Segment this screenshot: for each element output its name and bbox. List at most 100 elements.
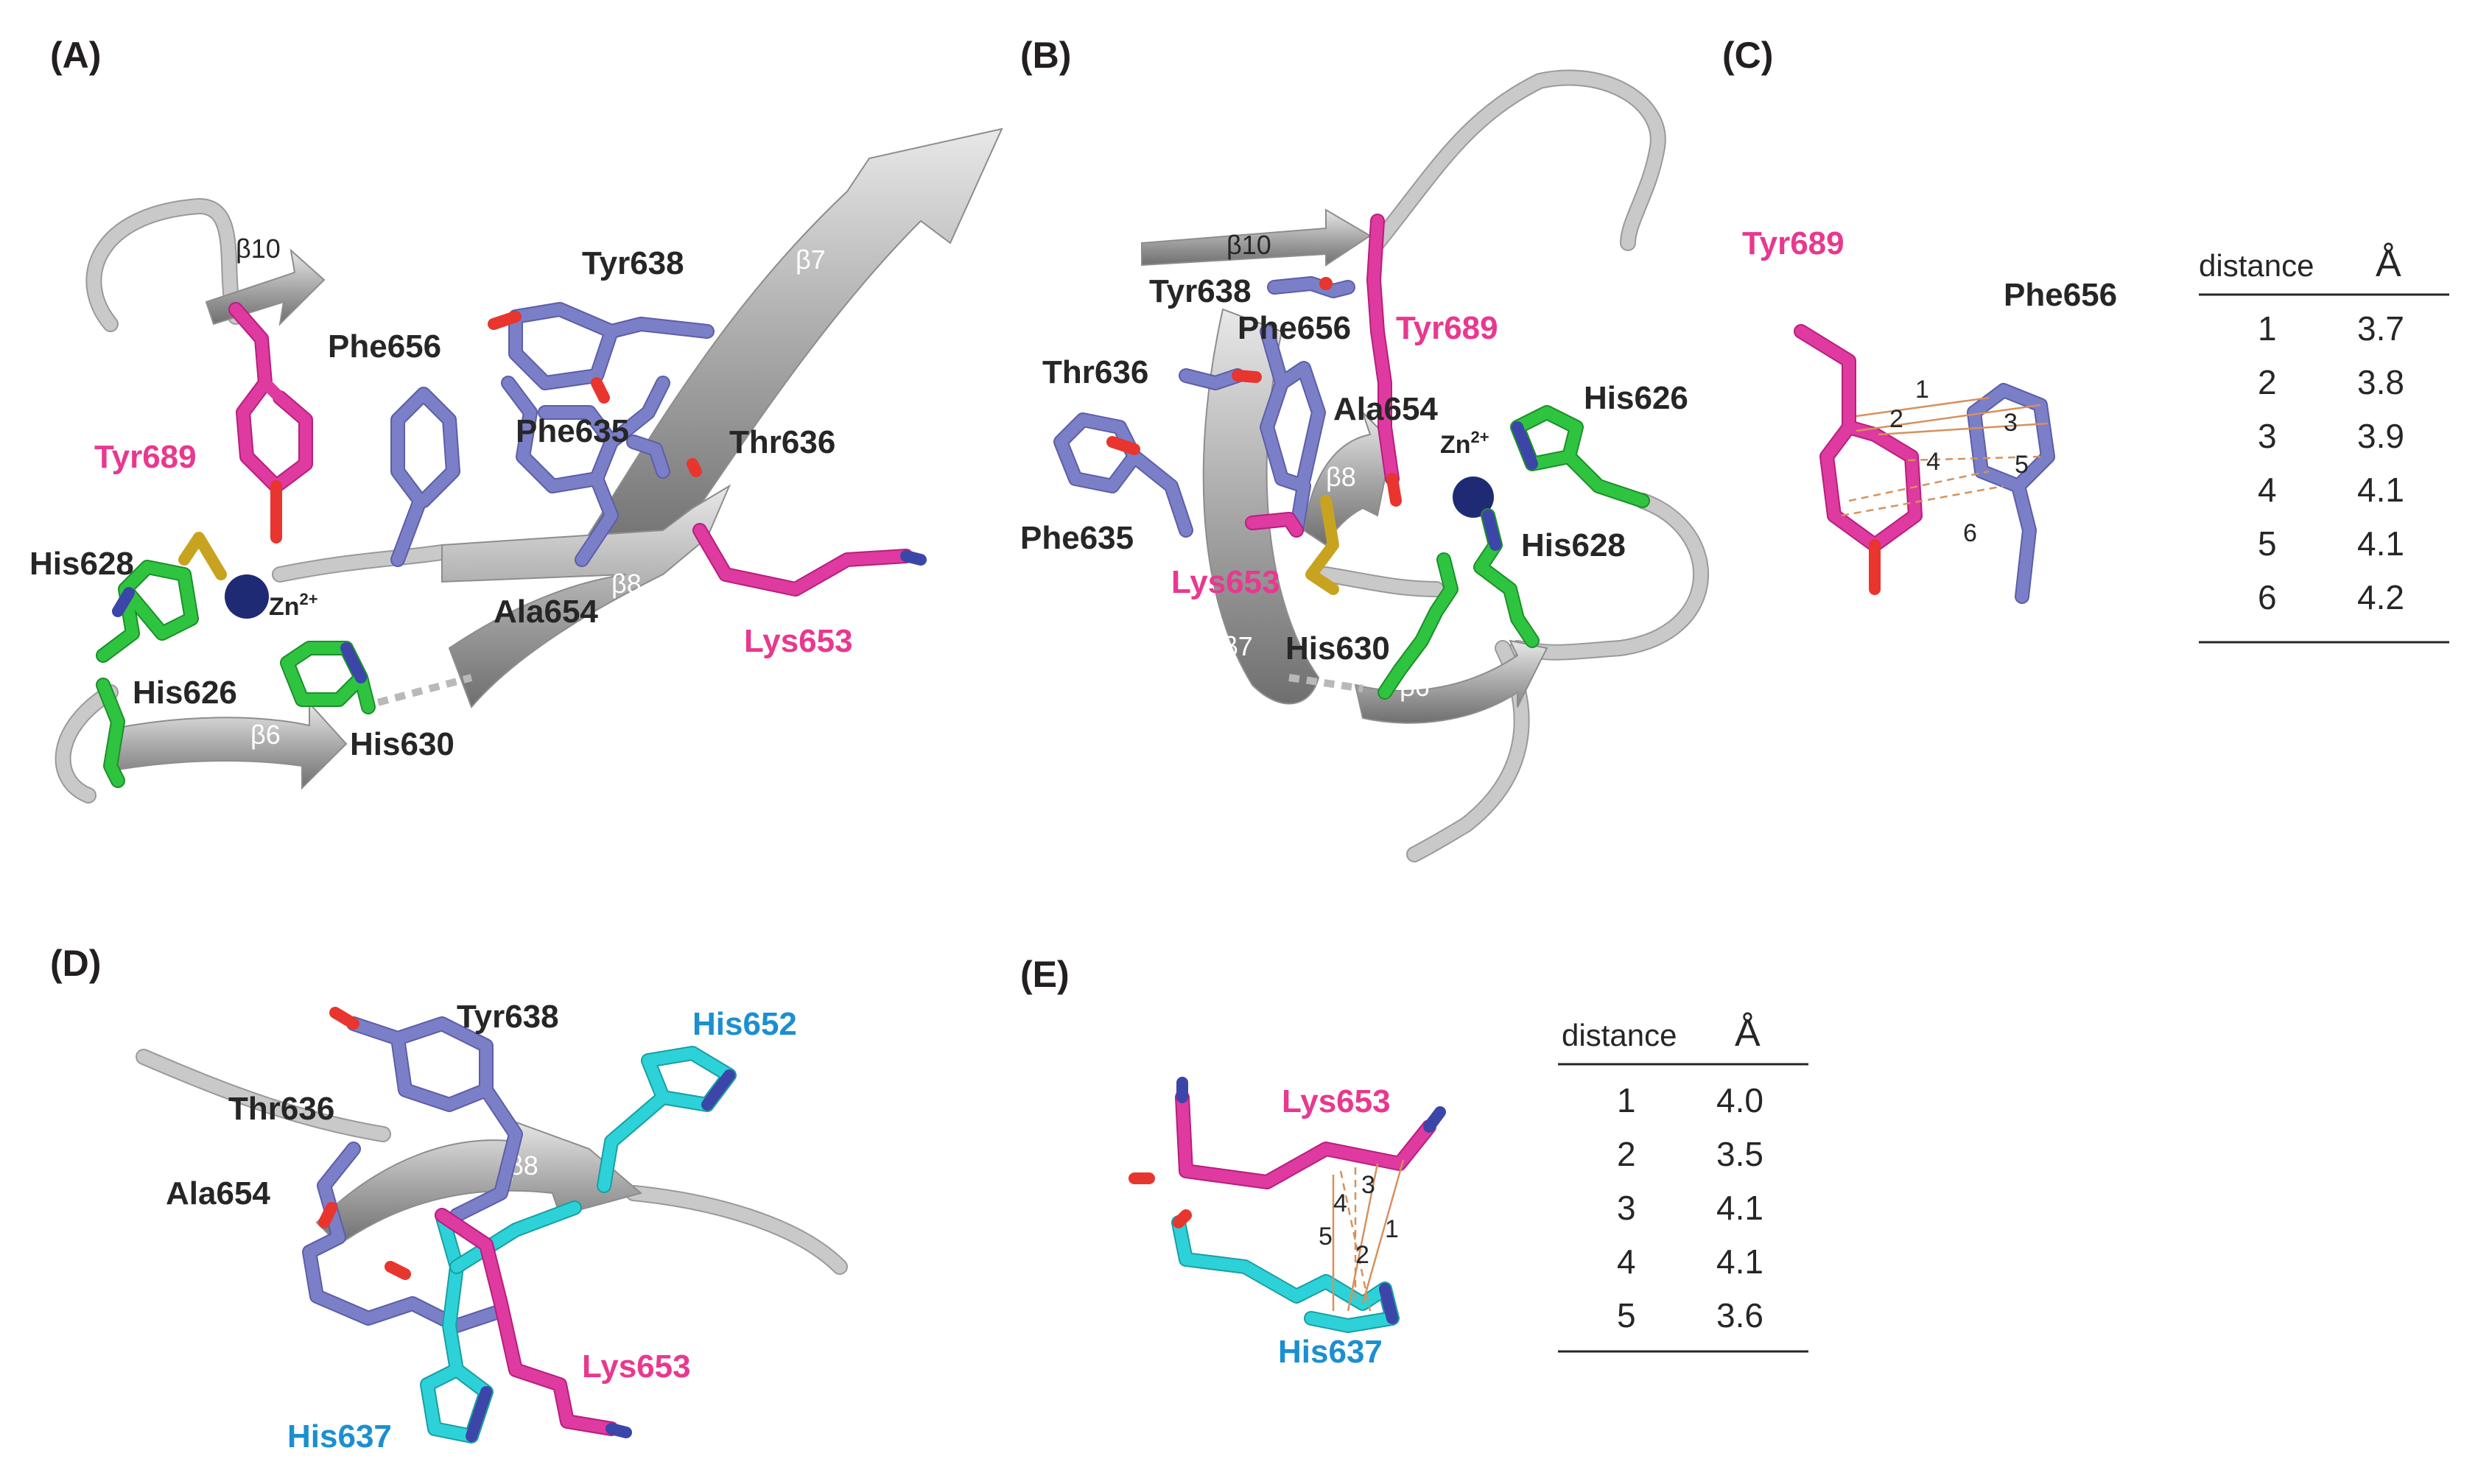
- label-tyr638-b: Tyr638: [1149, 273, 1252, 309]
- residue-phe635-a: [501, 376, 670, 567]
- marker-2-c: 2: [1889, 405, 1903, 433]
- table-c-cell: 3.7: [2357, 309, 2404, 348]
- label-phe656-b: Phe656: [1238, 310, 1351, 346]
- zinc-ion-a: [225, 574, 269, 619]
- table-c-header-angstrom: Å: [2376, 242, 2401, 285]
- residue-tyr638-b: [1267, 276, 1355, 298]
- marker-5-e: 5: [1319, 1223, 1333, 1251]
- residue-lys653-d: [435, 1208, 632, 1438]
- residue-lys653-b: [1245, 495, 1339, 595]
- marker-4-c: 4: [1926, 448, 1940, 476]
- table-e-row: 1 4.0: [1617, 1081, 1763, 1119]
- residue-phe656-b: [1260, 324, 1326, 538]
- table-e-row: 3 4.1: [1617, 1189, 1763, 1227]
- label-phe635-a: Phe635: [516, 413, 629, 449]
- residue-his626-a: [96, 678, 125, 788]
- panel-b: (B) β10 β7 β8 β6: [1020, 35, 1709, 862]
- label-lys653-d: Lys653: [582, 1348, 691, 1385]
- table-e-cell: 4: [1617, 1242, 1636, 1281]
- table-e-cell: 3: [1617, 1189, 1636, 1227]
- label-his652-d: His652: [692, 1006, 797, 1042]
- label-his628-b: His628: [1521, 527, 1626, 563]
- residue-thr636-b: [1179, 368, 1262, 390]
- strand-label-b10-b: β10: [1226, 230, 1271, 260]
- table-c-cell: 3: [2258, 417, 2277, 455]
- table-c-cell: 4.1: [2357, 471, 2404, 509]
- label-phe656-c: Phe656: [2004, 277, 2117, 313]
- residue-ala654-d: [302, 1142, 508, 1333]
- table-c-row: 3 3.9: [2258, 417, 2404, 455]
- table-c-cell: 3.9: [2357, 417, 2404, 455]
- residue-thr636-a: [626, 435, 702, 479]
- table-c-row: 4 4.1: [2258, 471, 2404, 509]
- table-c-cell: 4.1: [2357, 524, 2404, 563]
- table-c-row: 2 3.8: [2258, 363, 2404, 401]
- residue-tyr689-b: [1366, 214, 1402, 507]
- marker-4-e: 4: [1333, 1189, 1347, 1217]
- marker-1-c: 1: [1915, 376, 1929, 404]
- strand-b7-a: [580, 127, 1003, 561]
- label-lys653-e: Lys653: [1282, 1083, 1391, 1119]
- table-c-cell: 6: [2258, 578, 2277, 616]
- distance-table-e: distance Å 1 4.0 2 3.5 3 4.1 4 4.1 5 3.6: [1558, 1012, 1808, 1353]
- table-c-cell: 2: [2258, 363, 2277, 401]
- table-e-cell: 2: [1617, 1135, 1636, 1173]
- residue-tyr689-c: [1794, 324, 1923, 595]
- label-zn-a: Zn2+: [269, 590, 318, 621]
- table-e-cell: 3.6: [1716, 1296, 1763, 1334]
- table-e-row: 5 3.6: [1617, 1296, 1763, 1334]
- label-his626-a: His626: [133, 675, 237, 711]
- label-tyr638-a: Tyr638: [582, 245, 684, 281]
- distance-table-c: distance Å 1 3.7 2 3.8 3 3.9 4 4.1 5 4.1: [2199, 242, 2449, 644]
- table-e-cell: 4.1: [1716, 1242, 1763, 1281]
- table-c-row: 6 4.2: [2258, 578, 2404, 616]
- label-phe656-a: Phe656: [328, 328, 441, 365]
- residue-his626-b: [1510, 405, 1650, 508]
- residue-lys653-a: [692, 523, 927, 597]
- table-e-cell: 3.5: [1716, 1135, 1763, 1173]
- table-c-cell: 3.8: [2357, 363, 2404, 401]
- table-e-row: 4 4.1: [1617, 1242, 1763, 1281]
- table-c-cell: 5: [2258, 524, 2277, 563]
- label-ala654-a: Ala654: [494, 594, 598, 630]
- panel-a-letter: (A): [50, 35, 101, 76]
- label-his630-b: His630: [1285, 630, 1390, 667]
- strand-label-b6-a: β6: [250, 720, 281, 750]
- strand-b7-b: [1202, 308, 1320, 705]
- table-e-header-distance: distance: [1562, 1018, 1677, 1052]
- table-c-cell: 1: [2258, 309, 2277, 348]
- residue-his628-a: [96, 532, 227, 663]
- strand-b6-b: [1354, 639, 1548, 724]
- strand-label-b7-a: β7: [796, 245, 826, 275]
- residue-his630-a: [280, 641, 376, 714]
- label-tyr638-d: Tyr638: [457, 999, 559, 1035]
- strand-label-b10-a: β10: [236, 233, 281, 264]
- panel-e: (E) Lys653 His637 1 2 3 4 5 dis: [1020, 954, 1808, 1370]
- residue-his637-d: [420, 1200, 582, 1443]
- strand-label-b8-a: β8: [611, 569, 642, 599]
- table-e-cell: 1: [1617, 1081, 1636, 1119]
- strand-label-b7-b: β7: [1223, 631, 1253, 661]
- table-c-cell: 4.2: [2357, 578, 2404, 616]
- residue-tyr638-d: [329, 1007, 523, 1223]
- label-lys653-a: Lys653: [744, 623, 853, 659]
- strand-label-b8-b: β8: [1326, 462, 1356, 492]
- label-thr636-a: Thr636: [729, 424, 835, 460]
- residue-his630-b: [1377, 552, 1459, 700]
- residue-his628-b: [1473, 508, 1540, 648]
- table-c-row: 5 4.1: [2258, 524, 2404, 563]
- label-ala654-d: Ala654: [166, 1175, 270, 1212]
- label-tyr689-c: Tyr689: [1742, 225, 1845, 261]
- label-his630-a: His630: [350, 726, 454, 762]
- residue-phe656-a: [390, 387, 460, 567]
- table-e-row: 2 3.5: [1617, 1135, 1763, 1173]
- residue-his652-d: [597, 1046, 737, 1193]
- panel-e-letter: (E): [1020, 954, 1070, 995]
- marker-1-e: 1: [1385, 1215, 1399, 1243]
- marker-3-e: 3: [1361, 1171, 1375, 1199]
- marker-5-c: 5: [2015, 451, 2029, 479]
- marker-6-c: 6: [1963, 519, 1977, 547]
- panel-c-letter: (C): [1722, 35, 1773, 76]
- strand-b8-a: [441, 484, 731, 708]
